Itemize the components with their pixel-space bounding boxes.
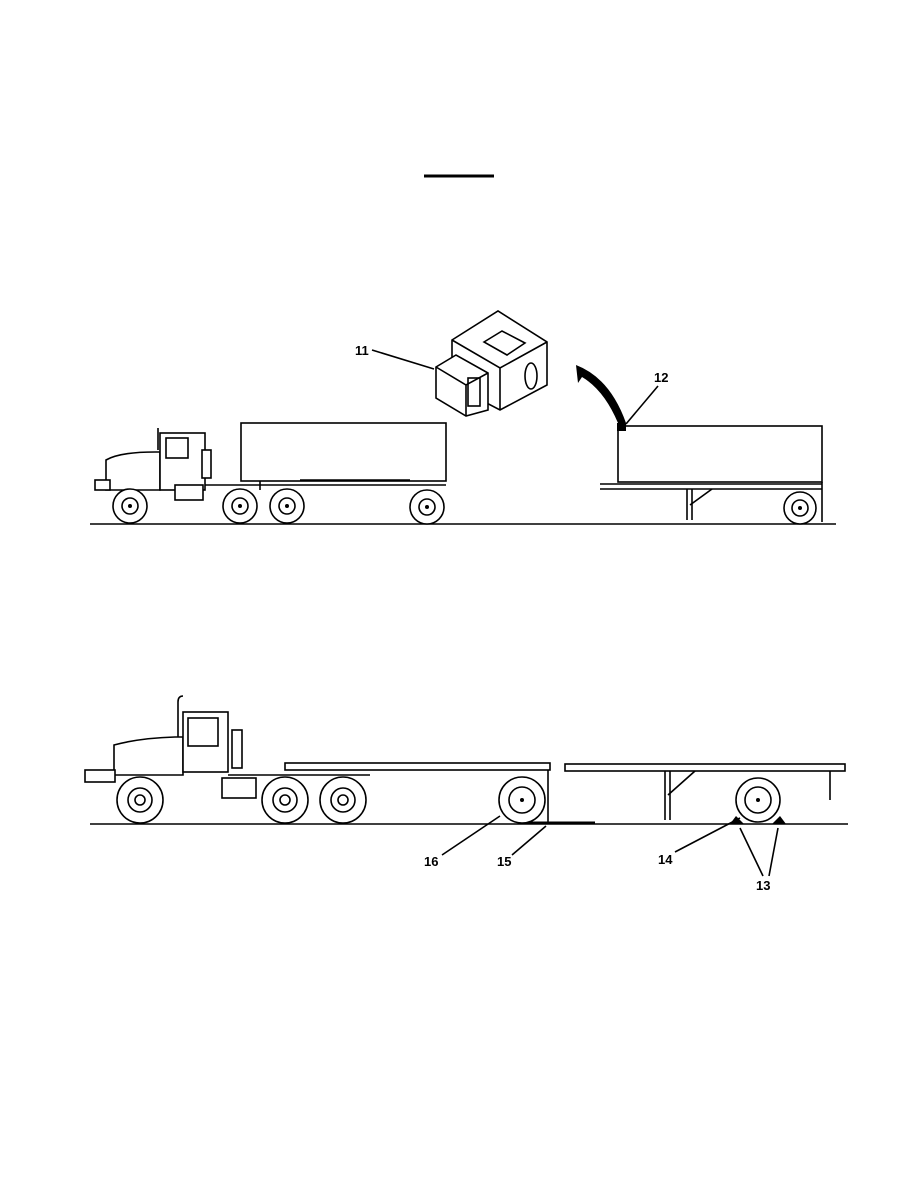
trailer-flatbed-1 [284, 762, 551, 824]
svg-text:15: 15 [497, 854, 511, 869]
tractor-truck [84, 695, 370, 824]
callout-16: 16 [424, 815, 501, 869]
callout-15: 15 [497, 825, 547, 869]
trailer-flatbed-2 [564, 763, 846, 824]
bottom-scene: 16 15 14 13 [84, 695, 848, 893]
chock-13-right [772, 816, 786, 824]
svg-text:11: 11 [355, 343, 369, 358]
callout-11: 11 [355, 343, 435, 370]
top-scene: 11 12 [90, 310, 836, 525]
tractor-truck-with-container [94, 422, 447, 525]
callout-14: 14 [658, 817, 741, 867]
svg-text:14: 14 [658, 852, 673, 867]
svg-text:12: 12 [654, 370, 668, 385]
callout-13: 13 [739, 827, 779, 893]
corner-fitting-detail [435, 310, 626, 423]
container [240, 422, 447, 482]
svg-text:16: 16 [424, 854, 438, 869]
callout-12: 12 [625, 370, 668, 425]
semitrailer-with-container [600, 423, 823, 525]
container [617, 425, 823, 483]
corner-fitting-12 [617, 423, 626, 431]
svg-text:13: 13 [756, 878, 770, 893]
